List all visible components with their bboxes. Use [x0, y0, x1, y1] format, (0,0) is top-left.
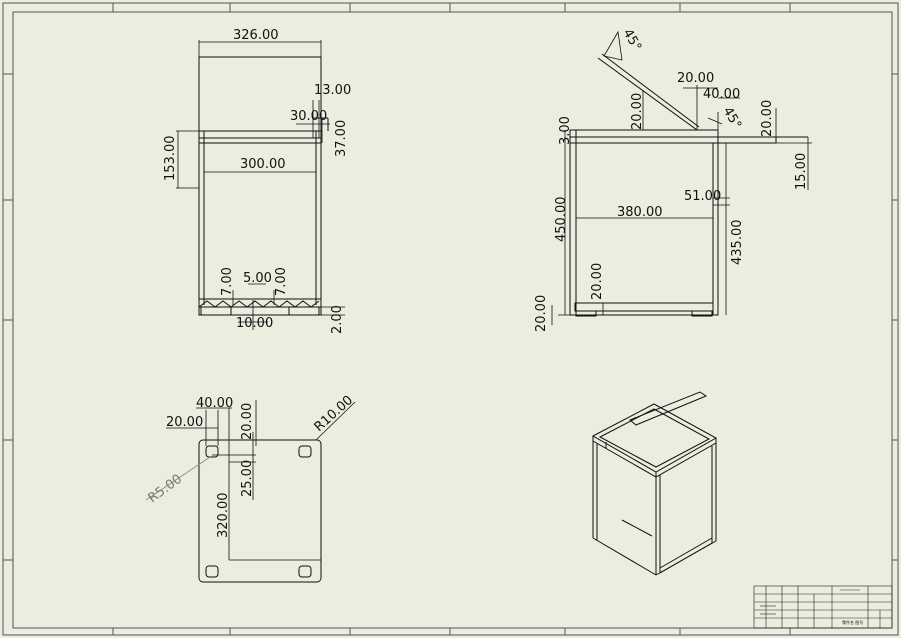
front-dim-7-left: 7.00	[220, 267, 235, 296]
title-block	[753, 585, 893, 629]
front-view-dimensions	[176, 40, 345, 330]
bottom-dim-20-horizontal: 20.00	[166, 415, 203, 430]
bottom-dim-20-vertical: 20.00	[240, 403, 255, 440]
side-dim-20-vertical-left: 20.00	[630, 93, 645, 130]
bottom-dim-25: 25.00	[240, 460, 255, 497]
front-dim-300: 300.00	[240, 157, 286, 172]
front-dim-153: 153.00	[163, 136, 178, 182]
side-dim-20-bottom-inner: 20.00	[590, 263, 605, 300]
r5-leader	[145, 456, 211, 501]
side-dim-51: 51.00	[684, 189, 721, 204]
bottom-view-dimensions	[166, 400, 356, 561]
front-dim-37: 37.00	[334, 120, 349, 157]
front-dim-10: 10.00	[236, 316, 273, 331]
front-dim-326: 326.00	[233, 28, 279, 43]
bottom-dim-40: 40.00	[196, 396, 233, 411]
front-dim-5: 5.00	[243, 271, 272, 286]
side-dim-20-bottom-outer: 20.00	[534, 295, 549, 332]
side-dim-15: 15.00	[794, 153, 809, 190]
side-dim-40: 40.00	[703, 87, 740, 102]
front-dim-30: 30.00	[290, 109, 327, 124]
bottom-view	[198, 439, 322, 583]
front-dim-7-right: 7.00	[274, 267, 289, 296]
bottom-dim-320: 320.00	[216, 493, 231, 539]
title-block-text: 零件名 图号	[842, 619, 863, 625]
front-dim-13: 13.00	[314, 83, 351, 98]
front-dim-2: 2.00	[330, 305, 345, 334]
side-view	[569, 53, 808, 317]
side-dim-20-top: 20.00	[677, 71, 714, 86]
side-dim-435: 435.00	[730, 220, 745, 266]
isometric-view	[591, 391, 718, 576]
front-view	[198, 56, 329, 316]
side-view-dimensions	[551, 30, 812, 325]
side-dim-3: 3.00	[558, 116, 573, 145]
side-dim-20-right: 20.00	[760, 100, 775, 137]
side-dim-380: 380.00	[617, 205, 663, 220]
side-dim-450: 450.00	[554, 197, 569, 243]
zone-ticks	[3, 3, 898, 635]
